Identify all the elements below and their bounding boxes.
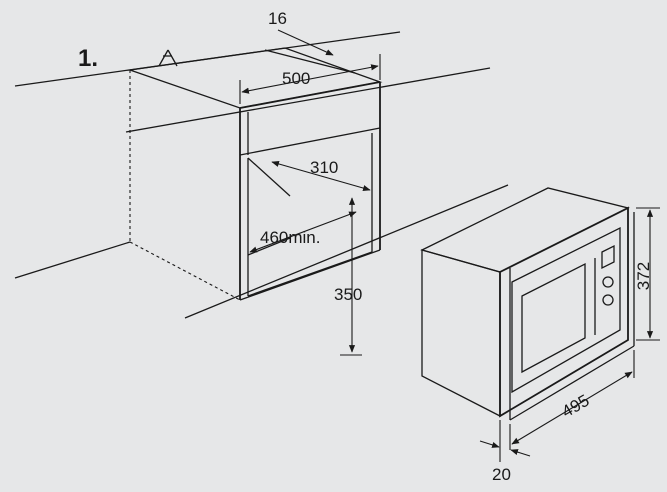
door-window (521, 262, 586, 374)
dim-cabinet-depth: 16 (268, 9, 334, 56)
dim-cabinet-width: 500 (239, 54, 381, 104)
dim-opening-depth: 310 (271, 158, 371, 192)
dim-label-500: 500 (282, 69, 310, 88)
dim-opening-height: 350 (334, 197, 362, 356)
dim-appliance-height: 372 (634, 207, 660, 341)
dim-label-20: 20 (492, 465, 511, 484)
wall-lines (14, 31, 509, 319)
cabinet (129, 47, 383, 301)
dim-label-372: 372 (634, 262, 653, 290)
dim-label-460: 460min. (260, 228, 320, 247)
dim-label-310: 310 (310, 158, 338, 177)
dim-frame-thickness: 20 (479, 420, 531, 484)
knob-top-icon (602, 276, 614, 288)
display-panel (601, 244, 615, 270)
dim-opening-width: 460min. (249, 211, 357, 253)
microwave (420, 187, 635, 421)
dim-label-495: 495 (559, 391, 593, 422)
dim-label-350: 350 (334, 285, 362, 304)
step-label: 1. (78, 45, 98, 72)
knob-bottom-icon (602, 294, 614, 306)
dim-label-16: 16 (268, 9, 287, 28)
